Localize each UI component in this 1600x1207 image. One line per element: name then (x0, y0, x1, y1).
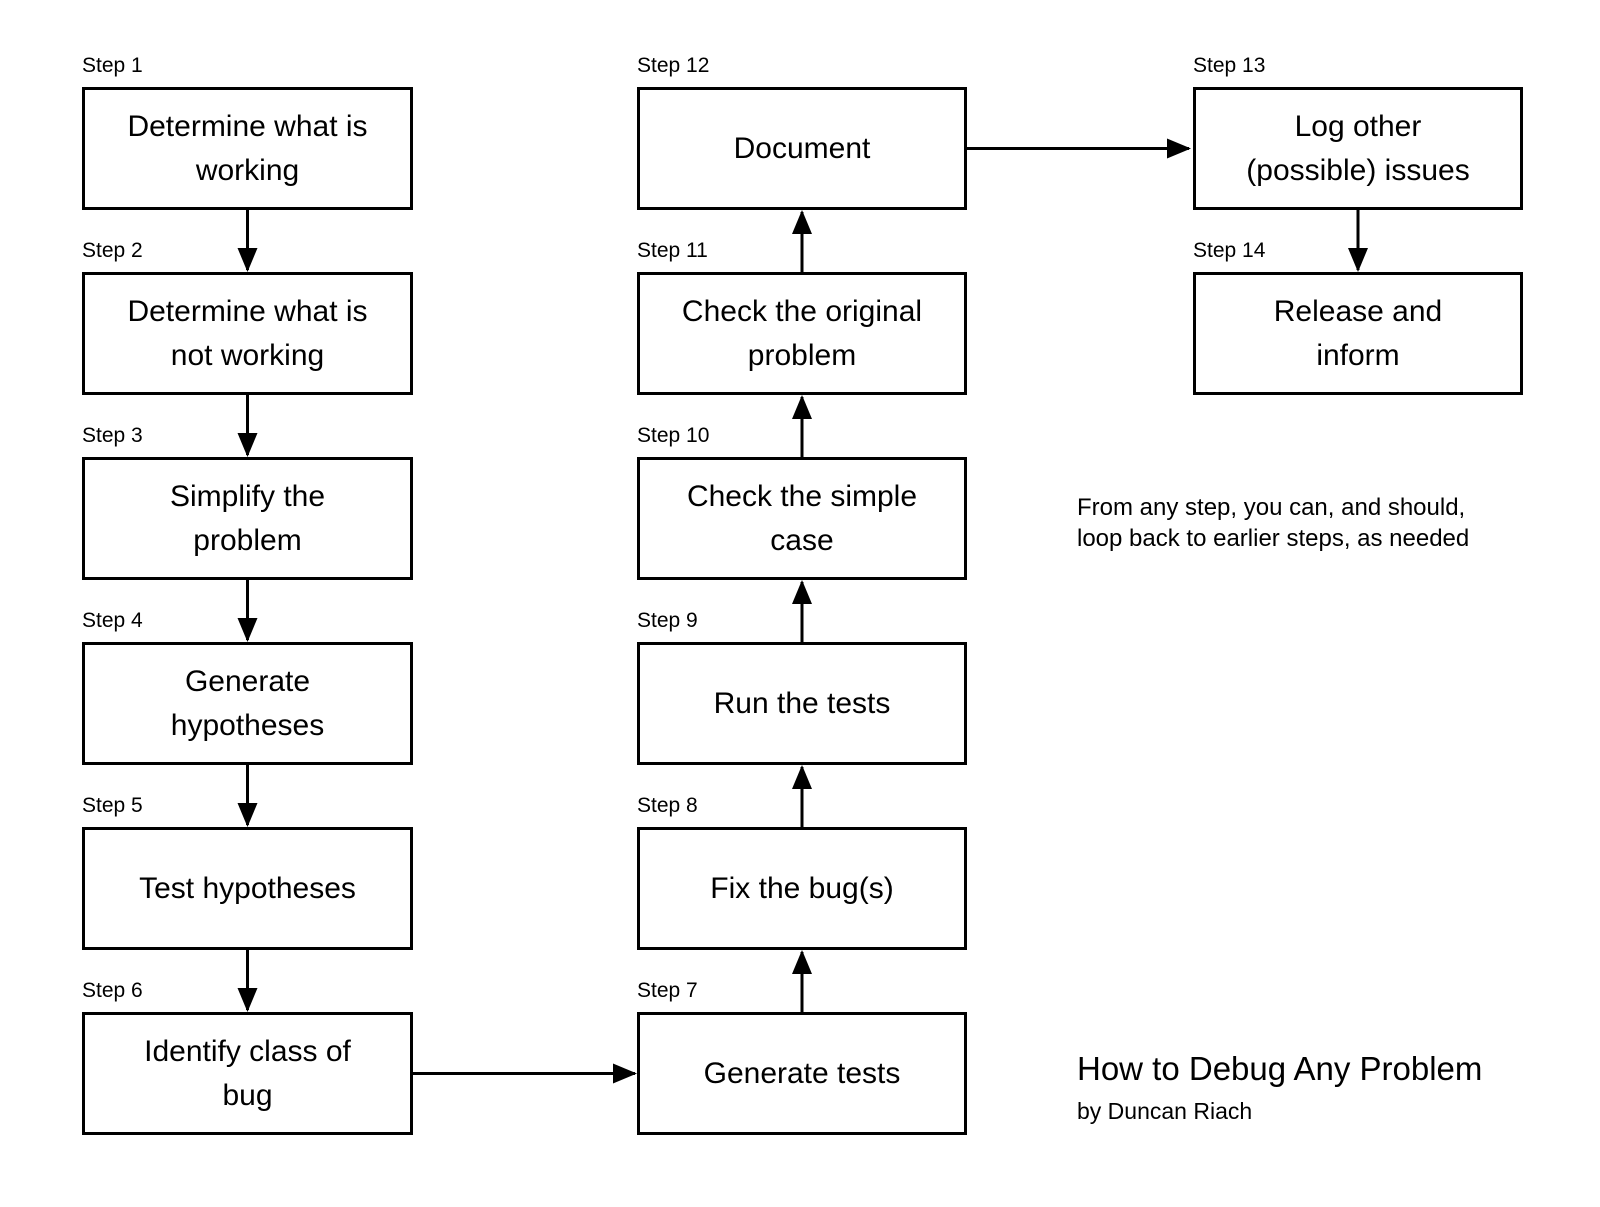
step-3-label: Step 3 (82, 424, 143, 447)
step-10-label: Step 10 (637, 424, 710, 447)
loop-back-note: From any step, you can, and should, loop… (1077, 492, 1469, 554)
title-block: How to Debug Any Problem by Duncan Riach (1077, 1049, 1482, 1125)
step-12-label: Step 12 (637, 54, 710, 77)
step-6-label: Step 6 (82, 979, 143, 1002)
step-13-box: Log other (possible) issues (1193, 87, 1523, 210)
step-11-label: Step 11 (637, 239, 708, 262)
diagram-title: How to Debug Any Problem (1077, 1050, 1483, 1087)
step-3-box: Simplify the problem (82, 457, 413, 580)
step-13-label: Step 13 (1193, 54, 1266, 77)
step-7-label: Step 7 (637, 979, 698, 1002)
loop-back-note-line1: From any step, you can, and should, (1077, 494, 1466, 521)
step-5-label: Step 5 (82, 794, 143, 817)
step-9-label: Step 9 (637, 609, 698, 632)
step-2-box: Determine what is not working (82, 272, 413, 395)
step-9-box: Run the tests (637, 642, 967, 765)
step-5-box: Test hypotheses (82, 827, 413, 950)
step-10-box: Check the simple case (637, 457, 967, 580)
step-12-box: Document (637, 87, 967, 210)
step-1-box: Determine what is working (82, 87, 413, 210)
step-14-label: Step 14 (1193, 239, 1266, 262)
diagram-byline: by Duncan Riach (1077, 1098, 1253, 1124)
step-8-label: Step 8 (637, 794, 698, 817)
step-6-box: Identify class of bug (82, 1012, 413, 1135)
step-14-box: Release and inform (1193, 272, 1523, 395)
step-4-box: Generate hypotheses (82, 642, 413, 765)
step-4-label: Step 4 (82, 609, 143, 632)
step-8-box: Fix the bug(s) (637, 827, 967, 950)
loop-back-note-line2: loop back to earlier steps, as needed (1077, 525, 1470, 552)
step-1-label: Step 1 (82, 54, 143, 77)
step-2-label: Step 2 (82, 239, 143, 262)
step-7-box: Generate tests (637, 1012, 967, 1135)
step-11-box: Check the original problem (637, 272, 967, 395)
